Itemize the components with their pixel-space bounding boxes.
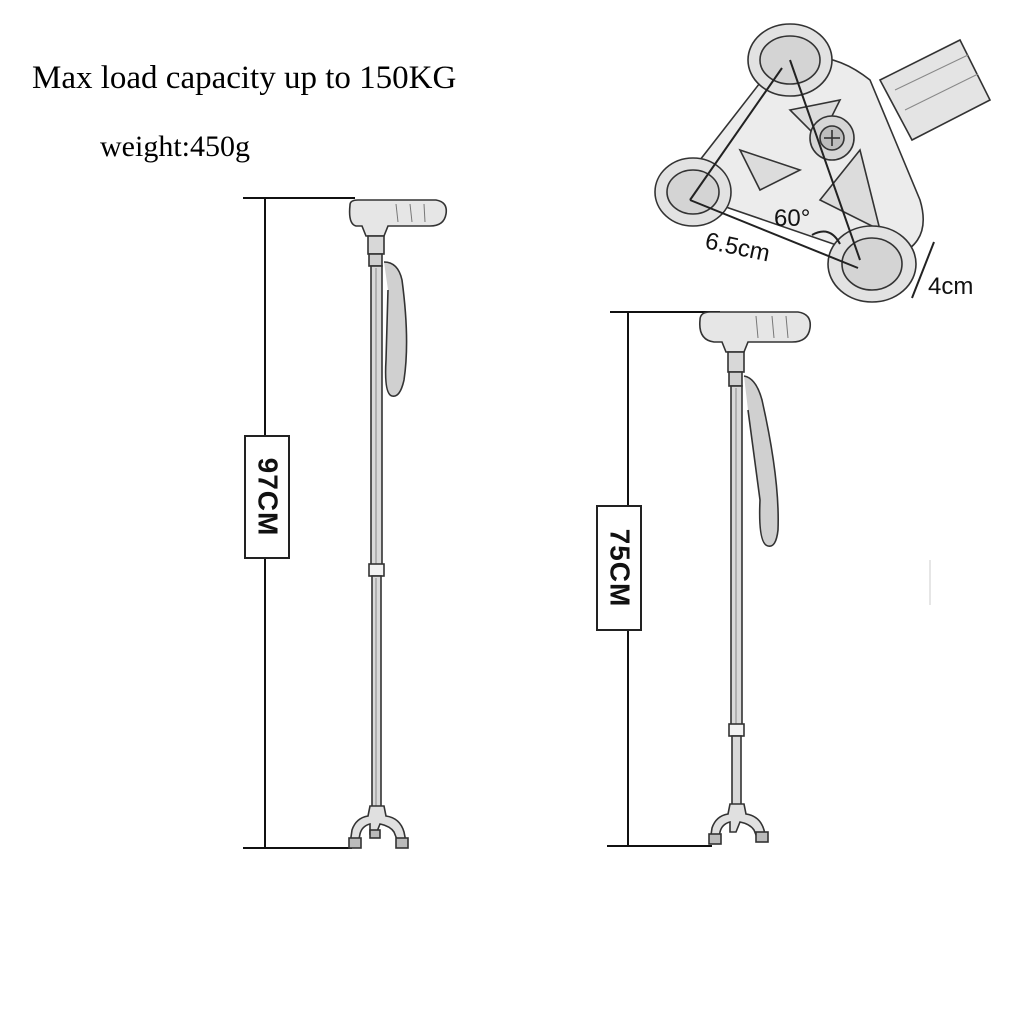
cane-extended [348, 199, 448, 849]
load-capacity-text: Max load capacity up to 150KG [32, 60, 457, 96]
height-label-extended: 97CM [244, 435, 290, 559]
weight-text: weight:450g [100, 130, 250, 163]
spacing-label: 6.5cm [703, 227, 773, 267]
base-detail [654, 23, 992, 303]
angle-label: 60° [774, 205, 810, 232]
pad-label: 4cm [928, 273, 973, 300]
height-value-collapsed: 75CM [604, 528, 636, 608]
cane-collapsed [698, 311, 812, 845]
height-label-collapsed: 75CM [596, 505, 642, 631]
height-value-extended: 97CM [252, 457, 284, 537]
